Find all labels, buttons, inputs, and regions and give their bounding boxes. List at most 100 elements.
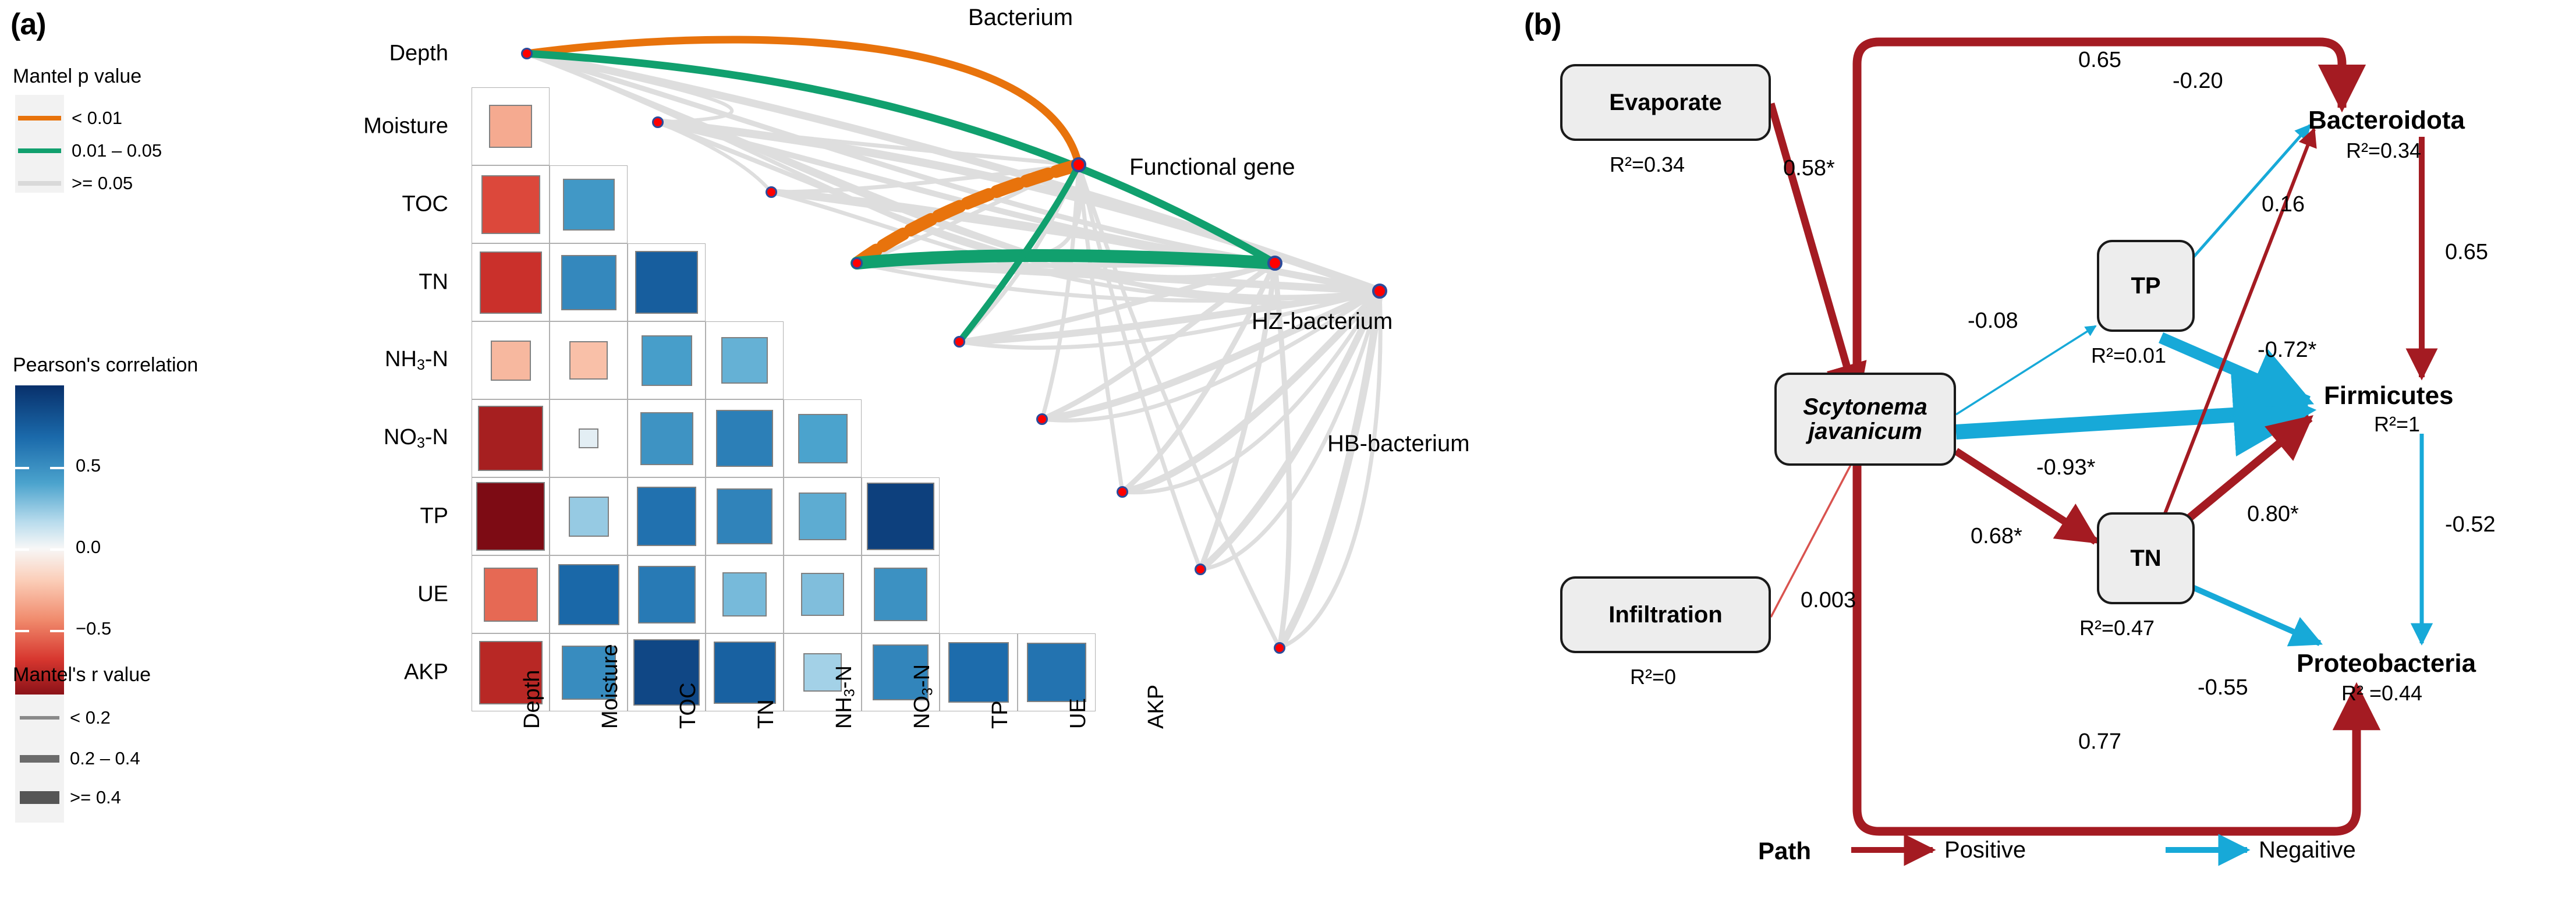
sem-legend-title: Path bbox=[1758, 837, 1812, 865]
legend-mantel-p-label-0: < 0.01 bbox=[72, 108, 123, 128]
matrix-cell bbox=[628, 555, 706, 633]
sem-coef-infiltration-scytonema: 0.003 bbox=[1801, 588, 1856, 612]
matrix-cell bbox=[940, 633, 1018, 711]
mantel-p-line-icon bbox=[18, 116, 61, 121]
edge-nh3n-bacterium bbox=[851, 158, 1085, 270]
network-label-hz-bacterium: HZ-bacterium bbox=[1252, 309, 1393, 334]
matrix-row-label-toc: TOC bbox=[402, 192, 448, 217]
path-scytonema-tp bbox=[1955, 325, 2097, 416]
sem-node-proteobacteria: Proteobacteria bbox=[2297, 649, 2476, 678]
sem-coef-tn-firmicutes: 0.80* bbox=[2247, 502, 2299, 526]
matrix-square bbox=[640, 412, 693, 465]
matrix-square bbox=[641, 335, 692, 386]
edge-depth-bacterium bbox=[523, 36, 1083, 169]
matrix-square bbox=[798, 413, 848, 463]
mantel-p-line-icon bbox=[18, 148, 61, 153]
sem-node-firmicutes: Firmicutes bbox=[2324, 381, 2454, 410]
matrix-square bbox=[635, 251, 698, 314]
legend-mantel-p-label-2: >= 0.05 bbox=[72, 173, 133, 193]
matrix-square bbox=[874, 568, 927, 621]
path-infiltration-scytonema bbox=[1770, 452, 1858, 618]
matrix-square bbox=[478, 406, 543, 471]
legend-mantel-p-item-1: 0.01 – 0.05 bbox=[15, 140, 162, 161]
cbar-notch bbox=[15, 548, 29, 551]
network-label-bacterium: Bacterium bbox=[968, 5, 1073, 30]
path-tp-firmicutes bbox=[2159, 332, 2315, 408]
legend-mantel-p-item-2: >= 0.05 bbox=[15, 173, 133, 194]
path-scytonema-firmicutes bbox=[1955, 373, 2317, 457]
matrix-cell bbox=[472, 87, 550, 165]
legend-mantel-r-title: Mantel's r value bbox=[13, 664, 151, 686]
sem-node-evaporate[interactable]: Evaporate bbox=[1560, 64, 1771, 141]
matrix-cell bbox=[862, 477, 940, 555]
sem-r2-evaporate: R²=0.34 bbox=[1610, 153, 1685, 176]
matrix-cell bbox=[472, 243, 550, 321]
legend-pearson-title: Pearson's correlation bbox=[13, 354, 199, 376]
mantel-source-dot-toc bbox=[766, 186, 777, 198]
matrix-cell bbox=[628, 321, 706, 399]
sem-coef-scytonema-tn: 0.68* bbox=[1971, 524, 2022, 548]
matrix-cell bbox=[628, 477, 706, 555]
matrix-cell bbox=[550, 321, 628, 399]
matrix-cell bbox=[472, 555, 550, 633]
matrix-square bbox=[479, 251, 542, 314]
sem-legend-positive: Positive bbox=[1944, 837, 2026, 863]
sem-node-scytonema-line2: javanicum bbox=[1808, 419, 1922, 444]
matrix-square bbox=[867, 483, 934, 550]
sem-node-tp[interactable]: TP bbox=[2097, 240, 2195, 332]
sem-coef-scytonema-tp: -0.08 bbox=[1968, 309, 2018, 333]
path-scytonema-proteobacteria bbox=[1852, 448, 2381, 836]
matrix-row-label-ue: UE bbox=[417, 582, 448, 607]
matrix-cell bbox=[628, 633, 706, 711]
sem-r2-infiltration: R²=0 bbox=[1630, 665, 1677, 689]
mantel-node-markers bbox=[1071, 157, 1387, 299]
matrix-cell bbox=[784, 633, 862, 711]
matrix-square bbox=[558, 564, 619, 625]
matrix-square bbox=[561, 254, 616, 310]
matrix-cell bbox=[472, 477, 550, 555]
matrix-square bbox=[799, 493, 846, 540]
matrix-row-label-tn: TN bbox=[419, 270, 448, 295]
matrix-square bbox=[722, 572, 767, 617]
sem-node-bacteroidota: Bacteroidota bbox=[2308, 106, 2465, 134]
legend-mantel-p-item-0: < 0.01 bbox=[15, 108, 122, 129]
sem-coef-evaporate-scytonema: 0.58* bbox=[1783, 156, 1835, 180]
legend-mantel-p-label-1: 0.01 – 0.05 bbox=[72, 140, 162, 161]
sem-node-infiltration[interactable]: Infiltration bbox=[1560, 576, 1771, 653]
matrix-cell bbox=[862, 555, 940, 633]
matrix-square bbox=[579, 428, 598, 448]
edge-nh3n-hzbacterium bbox=[851, 249, 1281, 270]
sem-r2-bacteroidota: R²=0.34 bbox=[2346, 139, 2422, 162]
mantel-source-dot-depth bbox=[521, 48, 533, 59]
mantel-source-dot-no3n bbox=[1036, 413, 1048, 425]
matrix-cell bbox=[1018, 633, 1096, 711]
matrix-row-label-nh3-n: NH3-N bbox=[385, 347, 448, 373]
matrix-cell bbox=[706, 321, 784, 399]
matrix-cell bbox=[472, 633, 550, 711]
sem-node-scytonema-line1: Scytonema bbox=[1803, 394, 1927, 420]
matrix-square bbox=[637, 487, 696, 546]
sem-node-scytonema[interactable]: Scytonema javanicum bbox=[1774, 373, 1956, 466]
cbar-notch bbox=[50, 467, 64, 469]
matrix-square bbox=[479, 640, 543, 704]
network-label-hb-bacterium: HB-bacterium bbox=[1327, 431, 1470, 456]
cbar-notch bbox=[15, 467, 29, 469]
matrix-square bbox=[801, 573, 844, 616]
matrix-square bbox=[637, 565, 696, 623]
matrix-square bbox=[481, 175, 540, 234]
matrix-cell bbox=[550, 399, 628, 477]
sem-node-tn[interactable]: TN bbox=[2097, 512, 2195, 604]
sem-coef-firmicutes-proteobacteria: -0.52 bbox=[2445, 512, 2496, 537]
matrix-square bbox=[717, 488, 773, 544]
mantel-source-dot-ue bbox=[1195, 564, 1206, 575]
path-evaporate-scytonema bbox=[1767, 102, 1867, 406]
matrix-row-label-no3-n: NO3-N bbox=[383, 425, 448, 451]
matrix-square bbox=[716, 410, 773, 467]
mantel-source-dot-nh3n bbox=[954, 336, 965, 348]
matrix-cell bbox=[706, 633, 784, 711]
matrix-cell bbox=[706, 555, 784, 633]
sem-coef-bacteroidota-firmicutes: 0.65 bbox=[2445, 240, 2488, 264]
matrix-square bbox=[561, 645, 616, 700]
